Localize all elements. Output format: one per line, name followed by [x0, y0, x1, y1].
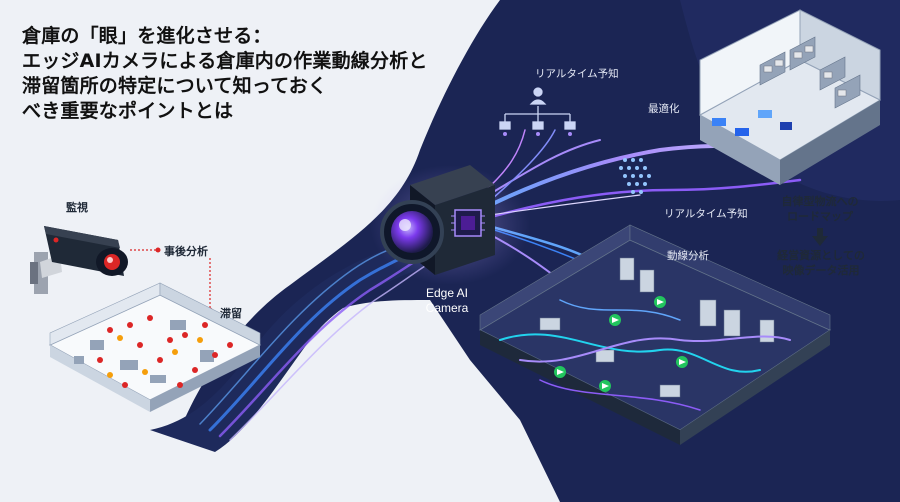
left-connectors	[130, 249, 211, 310]
title-line-3: 滞留箇所の特定について知っておく	[22, 75, 328, 97]
title-line-1: 倉庫の「眼」を進化させる：	[22, 25, 272, 47]
label-realtime-mid: リアルタイム予知	[664, 208, 748, 220]
connector-dot	[155, 247, 161, 253]
left-floorplan	[48, 282, 262, 412]
label-realtime-top: リアルタイム予知	[535, 68, 619, 80]
label-post-analysis: 事後分析	[164, 245, 208, 258]
roadmap-label: 自律型物流への ロードマップ	[770, 194, 870, 224]
robot-icon	[712, 110, 792, 136]
title-line-4: べき重要なポイントとは	[22, 100, 234, 122]
resource-line-1: 経営資源としての	[777, 249, 865, 262]
label-optimize: 最適化	[648, 103, 680, 115]
warehouse-icon	[698, 9, 882, 185]
data-dots	[619, 158, 651, 194]
security-camera-icon	[30, 226, 128, 294]
title-line-2: エッジAIカメラによる倉庫内の作業動線分析と	[22, 50, 428, 72]
label-monitor: 監視	[66, 201, 88, 214]
label-flow-analysis: 動線分析	[667, 250, 709, 262]
camera-label-line-1: Edge AI	[425, 286, 469, 300]
stagnation-dots	[97, 315, 233, 388]
page-title: 倉庫の「眼」を進化させる： エッジAIカメラによる倉庫内の作業動線分析と 滞留箇…	[22, 24, 492, 124]
right-floorplan	[478, 224, 832, 445]
resource-label: 経営資源としての 映像データ活用	[766, 248, 876, 278]
arrow-down-icon	[812, 228, 828, 246]
edge-ai-camera-icon	[370, 165, 530, 285]
resource-line-2: 映像データ活用	[782, 264, 860, 277]
label-stagnation: 滞留	[220, 307, 242, 320]
roadmap-line-2: ロードマップ	[787, 210, 853, 223]
roadmap-line-1: 自律型物流への	[781, 195, 859, 208]
warning-dots	[107, 335, 203, 378]
org-tree-icon	[499, 87, 576, 136]
camera-label-line-2: Camera	[425, 301, 469, 315]
edge-ai-camera-label: Edge AI Camera	[412, 286, 482, 316]
ribbon-tail	[150, 245, 430, 452]
